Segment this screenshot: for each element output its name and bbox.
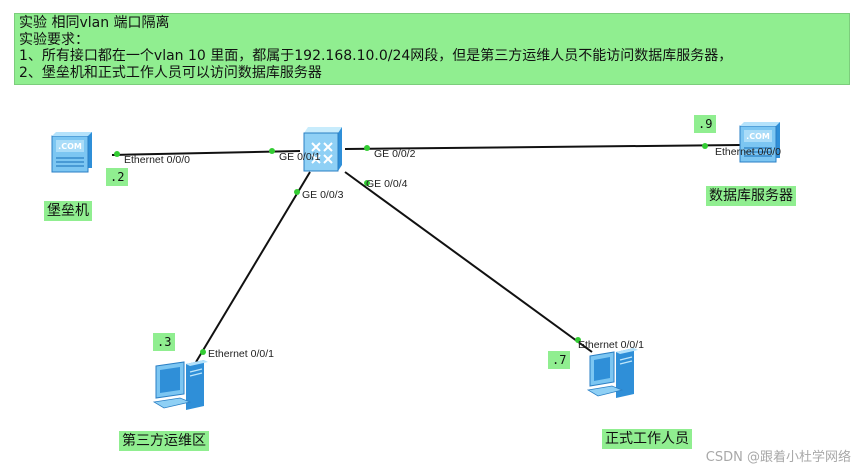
bastion-ip-tag: .2 — [106, 168, 128, 186]
database-port-label: Ethernet 0/0/0 — [715, 146, 781, 158]
switch-port-ge2: GE 0/0/2 — [374, 148, 416, 160]
staff-ip-tag: .7 — [548, 351, 570, 369]
svg-text:.COM: .COM — [746, 132, 770, 141]
port-dot-thirdparty — [200, 349, 206, 355]
switch-port-ge4: GE 0/0/4 — [366, 178, 408, 190]
pc-icon — [152, 360, 208, 410]
csdn-watermark: CSDN @跟着小杜学网络 — [705, 450, 851, 465]
requirements-banner: 实验 相同vlan 端口隔离 实验要求： 1、所有接口都在一个vlan 10 里… — [14, 13, 850, 85]
database-name-label: 数据库服务器 — [706, 186, 796, 206]
switch-icon — [303, 127, 342, 172]
banner-requirement-1: 1、所有接口都在一个vlan 10 里面，都属于192.168.10.0/24网… — [19, 48, 733, 64]
staff-name-label: 正式工作人员 — [602, 429, 692, 449]
thirdparty-port-label: Ethernet 0/0/1 — [208, 348, 274, 360]
port-dot-staff — [575, 337, 581, 343]
bastion-port-label: Ethernet 0/0/0 — [124, 154, 190, 166]
core-switch[interactable] — [298, 125, 344, 173]
banner-subtitle: 实验要求： — [19, 31, 89, 48]
bastion-server[interactable]: .COM — [48, 128, 96, 174]
switch-port-ge3: GE 0/0/3 — [302, 189, 344, 201]
port-dot-switch-p4 — [364, 180, 370, 186]
server-icon: .COM — [739, 122, 780, 163]
banner-requirement-2: 2、堡垒机和正式工作人员可以访问数据库服务器 — [19, 64, 322, 81]
link-switch-thirdparty — [195, 171, 311, 363]
thirdparty-ip-tag: .3 — [153, 333, 175, 351]
thirdparty-pc[interactable] — [150, 358, 210, 414]
database-server[interactable]: .COM — [736, 118, 784, 164]
svg-text:.COM: .COM — [58, 142, 82, 151]
database-ip-tag: .9 — [694, 115, 716, 133]
staff-port-label: Ethernet 0/0/1 — [578, 339, 644, 351]
staff-pc[interactable] — [586, 346, 646, 402]
port-dot-switch-p3 — [294, 189, 300, 195]
port-dot-bastion — [114, 151, 120, 157]
bastion-name-label: 堡垒机 — [44, 201, 92, 221]
switch-port-ge1: GE 0/0/1 — [279, 151, 321, 163]
port-dot-switch-p2 — [364, 145, 370, 151]
link-switch-staff — [344, 171, 593, 353]
banner-title: 实验 相同vlan 端口隔离 — [19, 15, 170, 31]
server-icon: .COM — [51, 132, 92, 173]
pc-icon — [586, 348, 638, 398]
port-dot-switch-p1 — [269, 148, 275, 154]
link-switch-database — [344, 144, 741, 150]
link-bastion-switch — [111, 150, 301, 156]
port-dot-database — [702, 143, 708, 149]
thirdparty-name-label: 第三方运维区 — [119, 431, 209, 451]
